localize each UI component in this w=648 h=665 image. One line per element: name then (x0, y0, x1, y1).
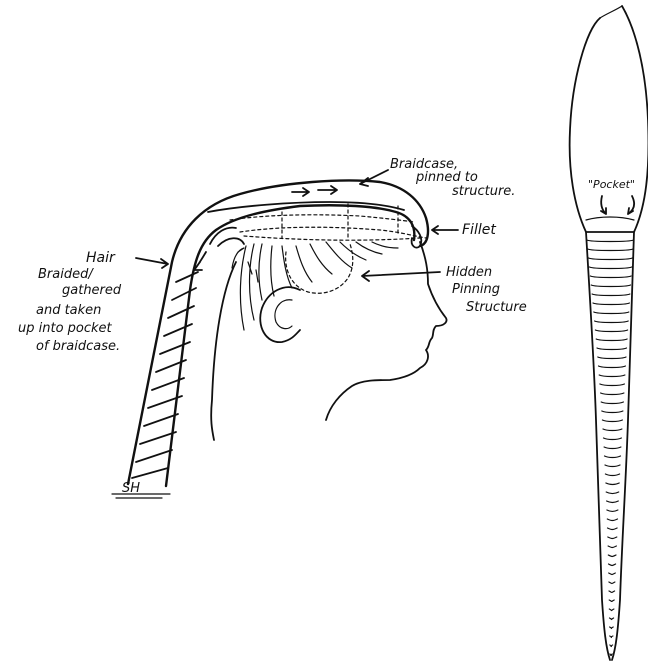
tail-stripe (605, 465, 620, 467)
hair-label-line4: and taken (36, 303, 101, 318)
pocket-label: "Pocket" (588, 178, 635, 191)
tail-stripe (596, 339, 627, 341)
tail-stripe (595, 330, 627, 332)
hidden-label-line2: Pinning (452, 282, 500, 297)
annotation-hair: Hair Braided/ gathered and taken up into… (18, 250, 168, 354)
tail-stripe (588, 249, 633, 251)
tail-stripe (598, 357, 626, 359)
tail-stripe (594, 312, 629, 314)
tail-stripe (601, 393, 624, 395)
tail-stripe (608, 537, 617, 539)
tail-stripe (610, 618, 614, 620)
artist-signature: SH (112, 481, 170, 498)
braidcase-label-line3: structure. (452, 184, 515, 199)
tail-stripe (593, 303, 629, 305)
ear-inner (275, 300, 292, 329)
hair-strokes (240, 242, 398, 330)
tail-stripe (610, 645, 613, 647)
fillet-label: Fillet (462, 222, 496, 238)
tail-stripe (604, 447, 621, 449)
signature-text: SH (122, 481, 140, 496)
tail-stripe (609, 564, 616, 566)
tail-stripe (592, 294, 630, 296)
tail-stripe (606, 492, 619, 494)
tail-stripe (595, 321, 629, 323)
tail-stripe (608, 528, 618, 530)
tail-stripe (610, 627, 614, 629)
tail-stripe (609, 582, 615, 584)
braidcase-flat-view: "Pocket" (570, 6, 648, 660)
tail-stripe (607, 510, 618, 512)
tail-stripe (604, 438, 622, 440)
tail-stripe (607, 519, 617, 521)
tail-stripe (599, 375, 625, 377)
tail-stripe (602, 420, 622, 422)
hidden-label-line1: Hidden (446, 265, 492, 280)
annotation-braidcase: Braidcase, pinned to structure. (360, 157, 515, 199)
tail-stripe (602, 411, 623, 413)
tail-stripe (608, 555, 616, 557)
tail-stripe (591, 285, 630, 287)
hair-label-line5: up into pocket (18, 321, 113, 336)
nape-outline (211, 262, 236, 440)
tail-stripe (607, 501, 619, 503)
pocket-outline (570, 6, 648, 232)
braidcase-worn (128, 181, 428, 487)
face-outline (326, 242, 447, 420)
hair-label-line3: gathered (62, 283, 122, 298)
hair-label-line2: Braided/ (38, 267, 94, 282)
tail-stripe (599, 366, 626, 368)
tail-stripe (609, 600, 614, 602)
annotation-fillet: Fillet (432, 222, 496, 238)
tail-stripe (610, 636, 613, 638)
tail-stripe (601, 402, 623, 404)
tail-right-edge (612, 232, 634, 660)
tail-stripe (610, 654, 612, 656)
tail-stripe (600, 384, 625, 386)
annotation-hidden-structure: Hidden Pinning Structure (362, 265, 527, 315)
tail-stripe (609, 573, 616, 575)
tail-stripe (606, 483, 619, 485)
tail-stripe (605, 456, 621, 458)
hair-label-line6: of braidcase. (36, 339, 120, 354)
tail-stripe (609, 591, 615, 593)
tail-stripe (597, 348, 627, 350)
tail-stripe (609, 609, 614, 611)
braidcase-inner-edge (166, 205, 414, 486)
tail-stripe (590, 276, 631, 278)
tail-stripe (589, 258, 633, 260)
tail-stripe (587, 240, 634, 242)
ear (260, 287, 300, 342)
tail-stripe (608, 546, 616, 548)
tail-stripe (605, 474, 619, 476)
tail-stripe (603, 429, 622, 431)
tail-left-edge (586, 232, 610, 660)
tail-stripe (590, 267, 632, 269)
hair-label-line1: Hair (86, 250, 116, 266)
braidcase-label-line2: pinned to (415, 170, 478, 185)
hidden-label-line3: Structure (466, 300, 527, 315)
